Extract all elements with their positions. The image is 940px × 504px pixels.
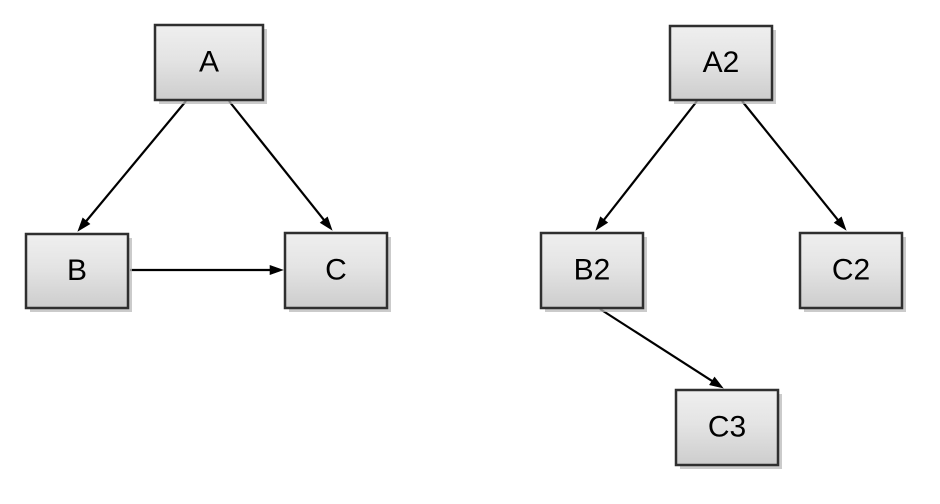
edge-B-C (130, 264, 284, 276)
node-B[interactable]: B (24, 232, 132, 312)
edge-A2-B2 (595, 100, 698, 231)
edge-A-B (77, 100, 187, 232)
arrowhead-icon (833, 216, 847, 231)
arrowhead-icon (595, 216, 609, 231)
node-C3[interactable]: C3 (674, 388, 782, 469)
edge-A2-C2 (741, 100, 847, 231)
edge-A-C (228, 100, 333, 231)
node-box[interactable] (674, 388, 780, 467)
edges-layer (77, 100, 847, 389)
node-box[interactable] (283, 231, 389, 310)
node-box[interactable] (668, 24, 774, 102)
node-B2[interactable]: B2 (539, 231, 647, 312)
arrowhead-icon (269, 264, 284, 276)
node-C2[interactable]: C2 (798, 231, 906, 312)
node-box[interactable] (153, 23, 265, 102)
arrowhead-icon (319, 216, 333, 231)
arrowhead-icon (709, 376, 724, 389)
edge-line (599, 100, 698, 226)
edge-line (599, 308, 718, 386)
node-box[interactable] (798, 231, 904, 310)
edge-line (81, 100, 187, 227)
node-box[interactable] (539, 231, 645, 310)
edge-line (228, 100, 329, 226)
node-C[interactable]: C (283, 231, 391, 312)
arrowhead-icon (77, 217, 91, 232)
node-A[interactable]: A (153, 23, 267, 104)
node-A2[interactable]: A2 (668, 24, 776, 104)
node-box[interactable] (24, 232, 130, 310)
edge-line (741, 100, 843, 226)
edge-B2-C3 (599, 308, 724, 389)
